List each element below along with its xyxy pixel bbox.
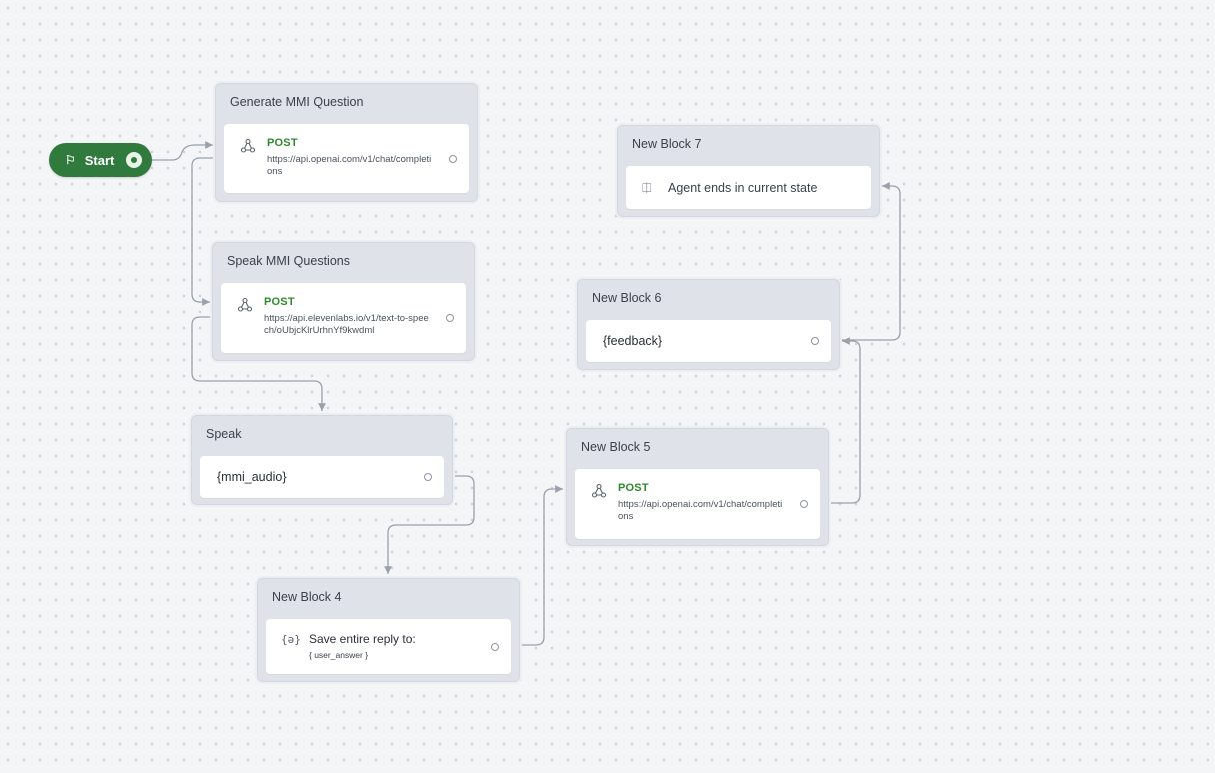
speak-step[interactable]: {feedback} <box>586 320 831 362</box>
api-icon <box>237 297 253 312</box>
start-output-port[interactable] <box>126 152 142 168</box>
flag-icon: ⚐ <box>65 153 76 167</box>
step-output-port[interactable] <box>446 314 454 322</box>
step-output-port[interactable] <box>800 500 808 508</box>
step-output-port[interactable] <box>491 642 499 651</box>
block-title: Speak <box>206 427 242 441</box>
step-output-port[interactable] <box>424 473 432 481</box>
block-title: New Block 7 <box>632 137 702 151</box>
block-generate-mmi-question[interactable]: Generate MMI Question POST https://api.o… <box>215 83 478 202</box>
api-icon <box>591 483 607 498</box>
block-new-block-7[interactable]: New Block 7 ⎅ Agent ends in current stat… <box>617 125 880 217</box>
api-step[interactable]: POST https://api.openai.com/v1/chat/comp… <box>575 469 820 539</box>
step-output-port[interactable] <box>449 154 457 163</box>
block-speak-mmi-questions[interactable]: Speak MMI Questions POST https://api.ele… <box>212 242 475 361</box>
capture-label: Save entire reply to: <box>309 632 416 646</box>
speak-text: {mmi_audio} <box>217 470 287 484</box>
start-node[interactable]: ⚐ Start <box>49 143 152 177</box>
end-step[interactable]: ⎅ Agent ends in current state <box>626 166 871 209</box>
step-output-port[interactable] <box>811 337 819 345</box>
block-title: New Block 5 <box>581 440 651 454</box>
block-new-block-4[interactable]: New Block 4 {ə} Save entire reply to: { … <box>257 578 520 682</box>
block-new-block-5[interactable]: New Block 5 POST https://api.openai.com/… <box>566 428 829 546</box>
end-text: Agent ends in current state <box>668 180 818 195</box>
http-method: POST <box>618 482 649 494</box>
block-title: New Block 4 <box>272 590 342 604</box>
block-new-block-6[interactable]: New Block 6 {feedback} <box>577 279 840 370</box>
request-url: https://api.openai.com/v1/chat/completio… <box>267 154 432 177</box>
api-icon <box>240 138 256 153</box>
capture-step[interactable]: {ə} Save entire reply to: { user_answer … <box>266 619 511 674</box>
block-title: Generate MMI Question <box>230 95 364 109</box>
speak-step[interactable]: {mmi_audio} <box>200 456 444 498</box>
api-step[interactable]: POST https://api.elevenlabs.io/v1/text-t… <box>221 283 466 353</box>
request-url: https://api.openai.com/v1/chat/completio… <box>618 499 783 522</box>
http-method: POST <box>267 137 298 149</box>
http-method: POST <box>264 296 295 308</box>
speak-text: {feedback} <box>603 334 663 348</box>
wire-start-generate <box>152 141 213 161</box>
exit-icon: ⎅ <box>642 180 652 195</box>
api-step[interactable]: POST https://api.openai.com/v1/chat/comp… <box>224 124 469 193</box>
start-label: Start <box>84 152 115 168</box>
request-url: https://api.elevenlabs.io/v1/text-to-spe… <box>264 313 429 336</box>
capture-variable: { user_answer } <box>309 650 369 660</box>
block-speak[interactable]: Speak {mmi_audio} <box>191 415 453 505</box>
block-title: New Block 6 <box>592 291 662 305</box>
capture-icon: {ə} <box>281 633 301 646</box>
block-title: Speak MMI Questions <box>227 254 350 268</box>
